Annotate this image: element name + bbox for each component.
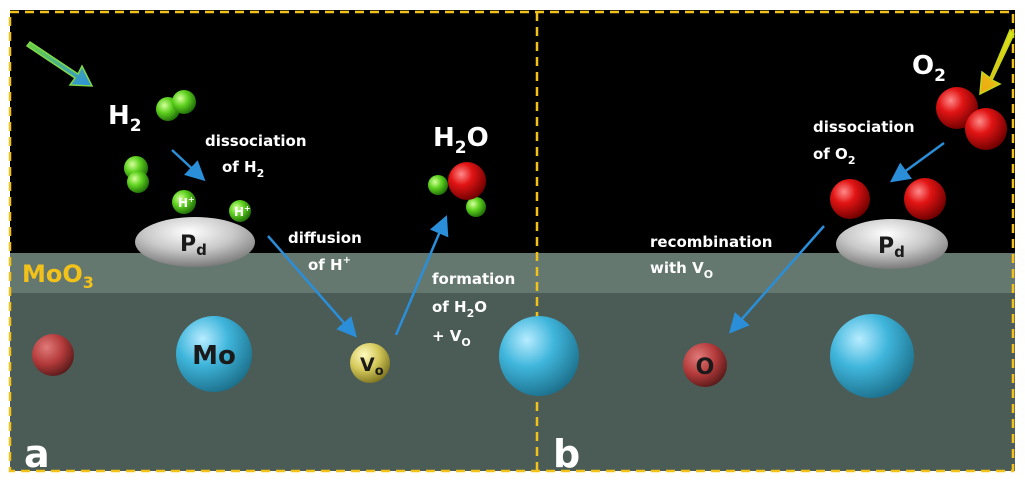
formation-line1: formation	[432, 270, 515, 288]
svg-text:H+: H+	[234, 204, 251, 219]
formation-line3: + VO	[432, 327, 471, 349]
pd-label-a: Pd	[180, 232, 207, 259]
recombination-line1: recombination	[650, 233, 772, 251]
h-plus-atom-1: H+	[172, 190, 196, 214]
dissociation-h2-line1: dissociation	[205, 132, 307, 150]
arrow-o2-dissociation	[889, 141, 945, 183]
incoming-arrow-icon	[25, 40, 94, 87]
panel-label-b: b	[553, 432, 580, 476]
dissociation-o2-line2: of O2	[813, 145, 855, 167]
dissociation-o2-line1: dissociation	[813, 118, 915, 136]
vo-label: Vo	[360, 354, 384, 379]
formation-line2: of H2O	[432, 298, 487, 320]
o2-label: O2	[912, 51, 946, 86]
h2-molecule-left	[124, 156, 149, 193]
vacancy-atom: Vo	[350, 343, 390, 383]
o2-molecule	[936, 87, 1007, 150]
pd-particle-a: Pd	[135, 217, 255, 267]
arrow-h-diffusion	[267, 235, 357, 338]
recombination-line2: with VO	[650, 259, 713, 281]
oxygen-atom-1	[830, 179, 870, 219]
incoming-arrow-icon-b	[979, 28, 1015, 96]
mo-atom-b	[830, 314, 914, 398]
diffusion-line2: of H+	[308, 255, 351, 274]
svg-text:H+: H+	[178, 195, 195, 210]
lattice-oxygen-atom-a	[32, 334, 74, 376]
pd-label-b: Pd	[878, 234, 905, 261]
h-plus-atom-2: H+	[229, 200, 251, 222]
dashed-frame	[8, 10, 1015, 473]
arrow-h2o-formation	[394, 215, 449, 336]
h2o-molecule	[428, 162, 486, 217]
mo-label: Mo	[192, 341, 236, 371]
diffusion-line1: diffusion	[288, 229, 362, 247]
panel-label-a: a	[24, 432, 50, 476]
h2-label: H2	[108, 101, 142, 136]
oxygen-atom-2	[904, 178, 946, 220]
h2-molecule-top	[156, 90, 196, 121]
pd-particle-b: Pd	[836, 219, 948, 269]
mo-atom-boundary	[499, 316, 579, 396]
arrow-recombination	[729, 225, 825, 334]
arrow-h2-dissociation	[171, 149, 206, 182]
h2o-label: H2O	[433, 123, 489, 158]
moo3-label: MoO3	[22, 260, 94, 292]
o-label: O	[696, 355, 715, 380]
mo-atom-a: Mo	[176, 316, 252, 392]
dissociation-h2-line2: of H2	[222, 158, 264, 180]
lattice-oxygen-atom-b: O	[683, 343, 727, 387]
